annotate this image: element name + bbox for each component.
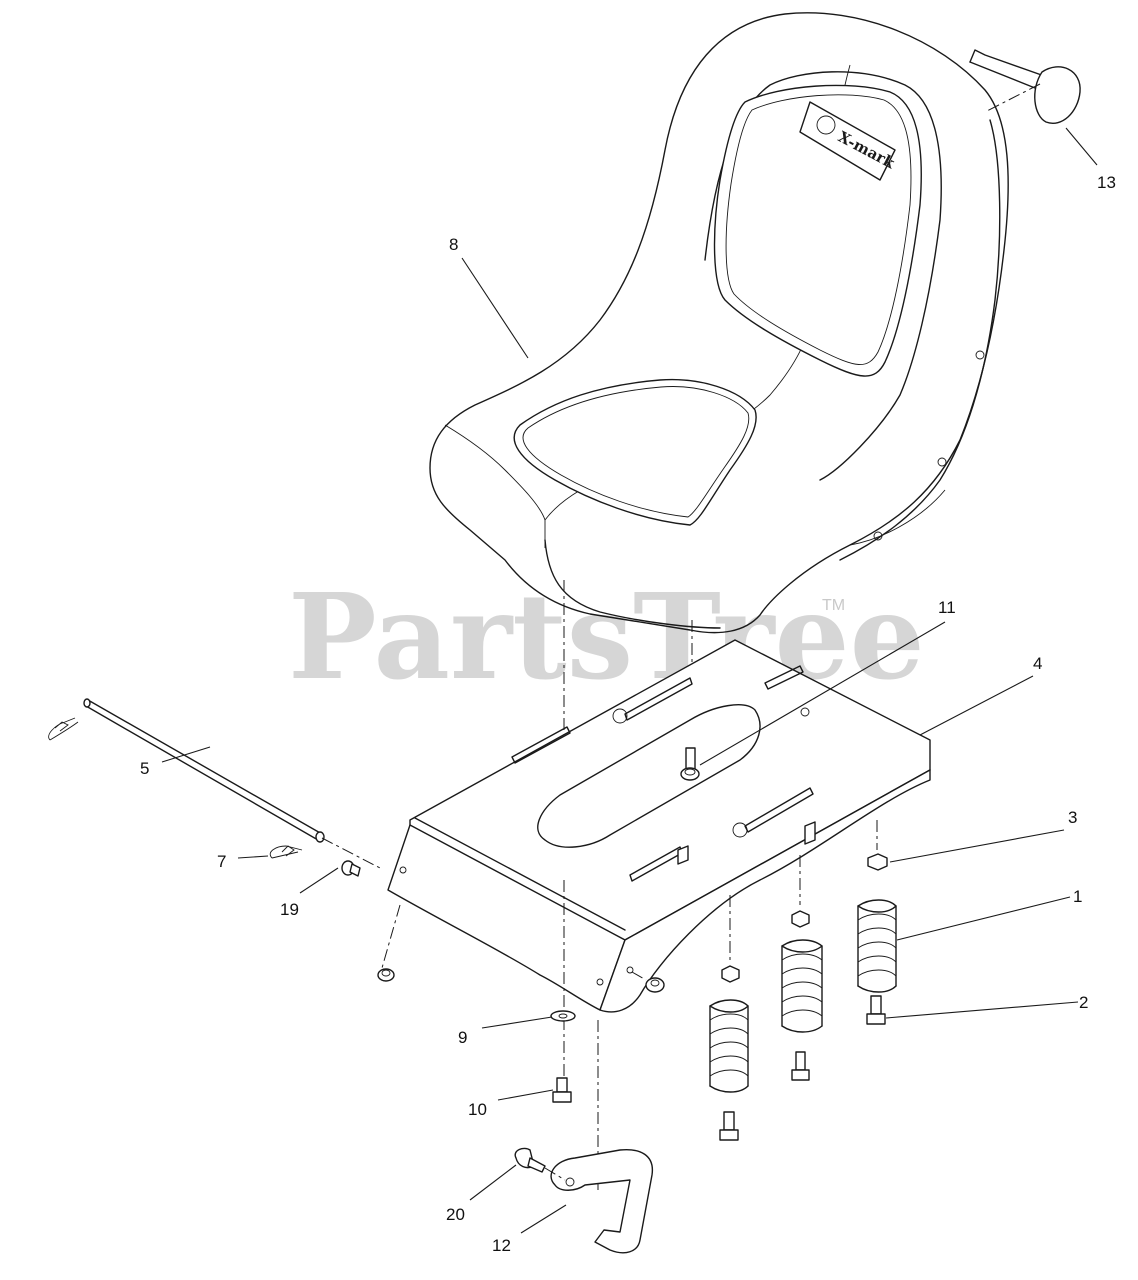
part-3-nut-c[interactable] [721, 965, 740, 983]
callout-12: 12 [492, 1236, 511, 1255]
watermark-text: PartsTree [288, 567, 925, 706]
callout-8: 8 [449, 235, 458, 254]
part-2-bolt-c[interactable] [719, 1111, 739, 1141]
leader-lines [161, 127, 1098, 1234]
callout-9: 9 [458, 1028, 467, 1047]
part-3-nut-b[interactable] [791, 910, 810, 928]
part-11-bolt[interactable] [680, 747, 700, 781]
part-1-spring-a[interactable] [857, 899, 897, 993]
callout-3: 3 [1068, 808, 1077, 827]
callout-20: 20 [446, 1205, 465, 1224]
seat[interactable]: X-mark [429, 12, 1009, 634]
callout-19: 19 [280, 900, 299, 919]
part-9-washer[interactable] [550, 1010, 576, 1022]
part-1-spring-b[interactable] [781, 939, 823, 1033]
part-10-bolt[interactable] [552, 1077, 572, 1103]
part-3-nut[interactable] [867, 853, 888, 871]
seat-plate[interactable] [387, 639, 931, 1013]
callout-10: 10 [468, 1100, 487, 1119]
part-13-knob[interactable] [969, 49, 1081, 124]
part-1-spring-c[interactable] [709, 999, 749, 1093]
callout-1: 1 [1073, 887, 1082, 906]
watermark: PartsTree TM [288, 567, 925, 706]
callout-5: 5 [140, 759, 149, 778]
flange-nut-right[interactable] [631, 971, 665, 993]
callout-13: 13 [1097, 173, 1116, 192]
callout-11: 11 [938, 598, 956, 617]
watermark-trademark: TM [822, 597, 845, 614]
logo-badge [799, 101, 896, 181]
callout-2: 2 [1079, 993, 1088, 1012]
part-7-hairpin[interactable] [269, 845, 303, 859]
callout-7: 7 [217, 852, 226, 871]
part-2-bolt-b[interactable] [791, 1051, 810, 1081]
part-19-fitting[interactable] [341, 860, 361, 877]
part-20-stud[interactable] [514, 1147, 566, 1181]
part-2-bolt-a[interactable] [866, 995, 886, 1025]
callout-4: 4 [1033, 654, 1042, 673]
part-12-bracket[interactable] [550, 1148, 654, 1254]
callout-labels: 1 2 3 4 5 7 8 9 10 11 12 13 19 20 [140, 173, 1116, 1255]
part-5-rod[interactable] [48, 698, 325, 843]
flange-nut-left[interactable] [377, 968, 395, 982]
